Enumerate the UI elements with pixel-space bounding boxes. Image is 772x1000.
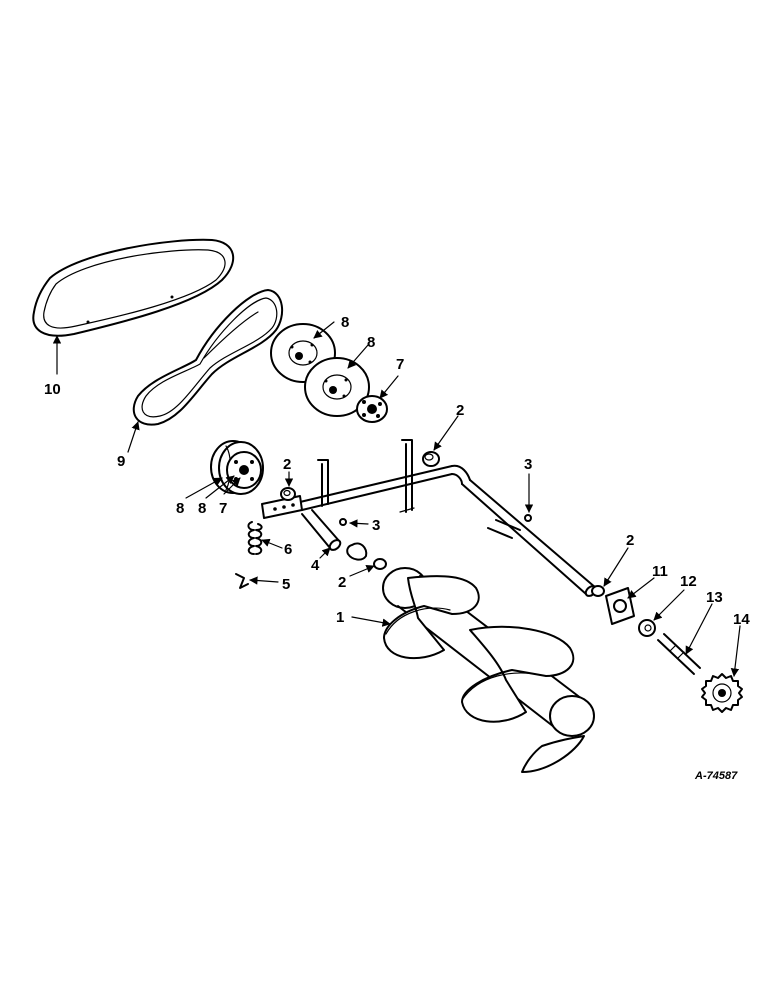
bushing-upper-right <box>422 451 440 467</box>
clip <box>235 573 249 589</box>
callout-3: 3 <box>372 517 380 534</box>
callout-13: 13 <box>706 589 723 606</box>
ball-upper-right <box>524 514 532 522</box>
callout-7: 7 <box>396 356 404 373</box>
callout-10: 10 <box>44 381 61 398</box>
sleeve-tube <box>346 542 368 561</box>
bearing-plate <box>605 587 635 625</box>
callout-7: 7 <box>219 500 227 517</box>
auger-flighting <box>382 567 595 773</box>
sheave-half-upper-front <box>304 357 370 417</box>
callout-2: 2 <box>283 456 291 473</box>
callout-labels: 10 9 8 8 7 2 2 3 8 8 7 3 6 4 2 5 2 11 12… <box>44 314 750 782</box>
ball-lower-left <box>339 518 347 526</box>
callout-3: 3 <box>524 456 532 473</box>
callout-8: 8 <box>176 500 184 517</box>
drawing-code: A-74587 <box>694 770 738 782</box>
v-belt-long <box>32 238 235 337</box>
callout-8: 8 <box>367 334 375 351</box>
callout-1: 1 <box>336 609 344 626</box>
callout-8: 8 <box>198 500 206 517</box>
v-belt-figure-eight <box>132 289 284 426</box>
sprocket <box>701 673 743 713</box>
bushing-lower-right <box>591 585 605 597</box>
drive-shaft <box>657 633 701 675</box>
callout-8: 8 <box>341 314 349 331</box>
callout-12: 12 <box>680 573 697 590</box>
callout-9: 9 <box>117 453 125 470</box>
sheave-hub-upper <box>356 395 388 423</box>
bushing-upper-left <box>280 487 296 501</box>
callout-2: 2 <box>626 532 634 549</box>
leader-lines <box>52 321 741 677</box>
bearing <box>638 619 656 637</box>
coil-spring <box>247 521 263 555</box>
sheave-assembly-lower <box>210 440 264 495</box>
callout-4: 4 <box>311 557 320 574</box>
callout-6: 6 <box>284 541 292 558</box>
callout-5: 5 <box>282 576 290 593</box>
callout-14: 14 <box>733 611 750 628</box>
frame-tube-assembly <box>261 439 598 597</box>
callout-11: 11 <box>652 563 668 580</box>
callout-2: 2 <box>338 574 346 591</box>
bushing-lower-left <box>373 558 387 570</box>
callout-2: 2 <box>456 402 464 419</box>
